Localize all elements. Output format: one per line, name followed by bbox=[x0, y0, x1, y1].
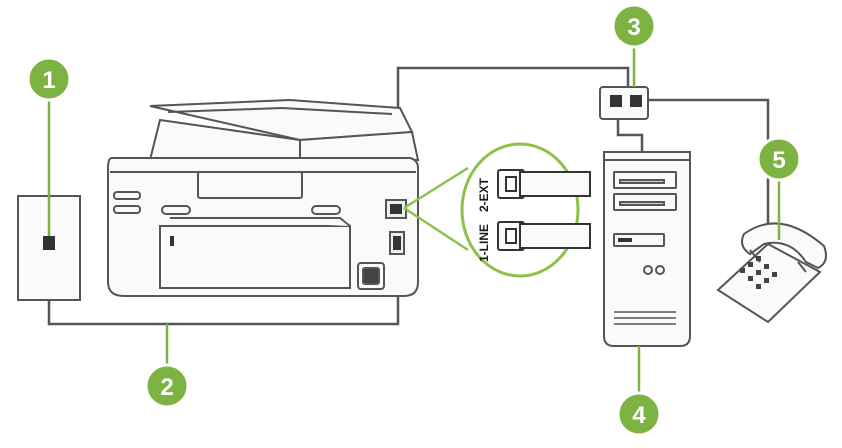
keypad bbox=[740, 256, 777, 289]
badge-5: 5 bbox=[756, 136, 802, 240]
cable-splitter-to-phone bbox=[638, 98, 770, 235]
callout-pointer bbox=[403, 166, 469, 252]
badge-3: 3 bbox=[611, 3, 657, 87]
badge-1: 1 bbox=[26, 56, 72, 236]
badge-4: 4 bbox=[616, 346, 662, 437]
port-label-line: 1-LINE bbox=[477, 224, 491, 262]
printer-icon bbox=[107, 98, 420, 297]
telephone-icon bbox=[716, 222, 827, 324]
badges: 1 2 3 4 5 bbox=[26, 3, 802, 437]
rj11-plug-icon bbox=[497, 169, 591, 251]
badge-3-label: 3 bbox=[627, 14, 640, 41]
splitter-icon bbox=[599, 86, 649, 120]
port-labels: 1-LINE 2-EXT bbox=[477, 177, 491, 262]
port-label-ext: 2-EXT bbox=[477, 177, 491, 212]
badge-2-label: 2 bbox=[160, 374, 173, 401]
badge-4-label: 4 bbox=[632, 402, 646, 429]
port-callout: 1-LINE 2-EXT bbox=[403, 142, 591, 278]
computer-tower-icon bbox=[603, 151, 691, 347]
cable-splitter-to-computer bbox=[616, 108, 644, 152]
badge-5-label: 5 bbox=[772, 147, 785, 174]
badge-2: 2 bbox=[144, 324, 190, 409]
badge-1-label: 1 bbox=[42, 67, 55, 94]
